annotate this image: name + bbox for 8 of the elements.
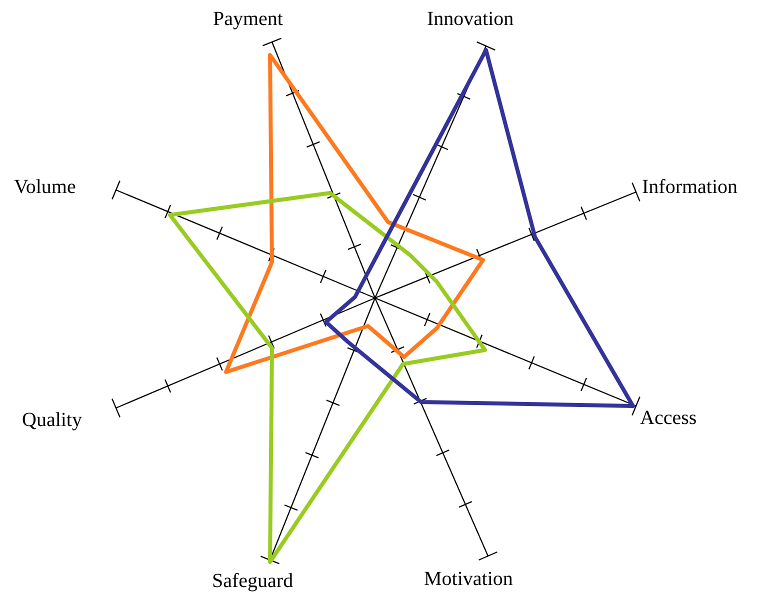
axis-label: Innovation xyxy=(427,8,514,31)
axis-label: Information xyxy=(642,176,738,199)
axis-label: Quality xyxy=(22,409,82,432)
axis-label: Volume xyxy=(14,176,76,199)
axis-label: Motivation xyxy=(424,568,513,591)
axis-label: Safeguard xyxy=(212,570,294,593)
axis-label: Access xyxy=(640,407,697,430)
axis-label: Payment xyxy=(213,8,283,31)
